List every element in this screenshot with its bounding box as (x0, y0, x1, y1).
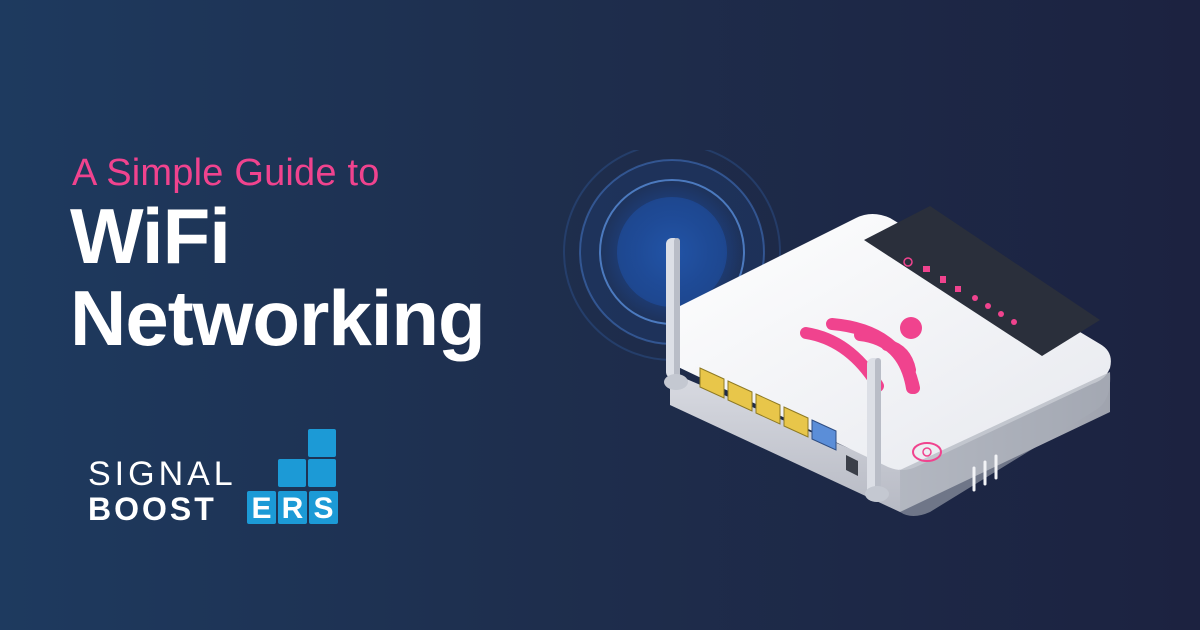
router-illustration (563, 150, 1111, 516)
page-title: WiFi Networking (70, 192, 486, 362)
logo-ers-blocks: E R S (247, 491, 339, 525)
ethernet-ports (699, 367, 858, 476)
vent-slots (972, 454, 998, 492)
logo-square (308, 429, 336, 457)
antenna-right (865, 358, 889, 502)
status-leds (903, 257, 1017, 325)
subtitle: A Simple Guide to (72, 152, 380, 194)
logo-word-signal: SIGNAL (88, 455, 237, 493)
logo-letter-box: R (278, 491, 307, 525)
antenna-left (664, 238, 688, 390)
logo-letter-box: E (247, 491, 276, 525)
logo-word-boost: BOOST (88, 491, 217, 527)
router-body (667, 206, 1111, 516)
logo-letter-box: S (309, 491, 338, 525)
power-button-icon (912, 442, 942, 462)
title-line-2: Networking (70, 274, 486, 362)
signal-boosters-logo: SIGNAL BOOST E R S (88, 425, 348, 527)
logo-square (278, 459, 306, 487)
logo-square (308, 459, 336, 487)
title-line-1: WiFi (70, 192, 231, 280)
